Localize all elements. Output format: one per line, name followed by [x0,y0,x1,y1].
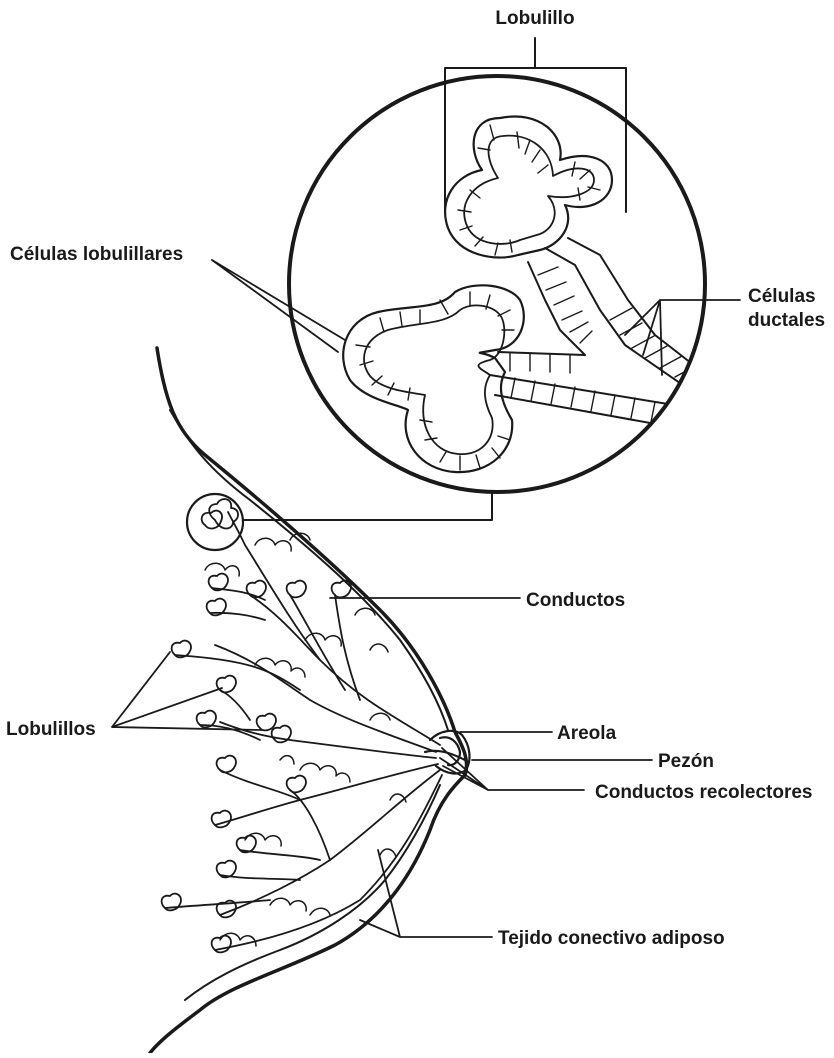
magnify-connector [243,492,492,520]
lobule-clusters [162,499,351,952]
leader-conductos-recolectores [440,748,584,790]
label-conductos-recolectores: Conductos recolectores [595,782,813,803]
label-tejido-conectivo-adiposo: Tejido conectivo adiposo [498,928,725,949]
label-celulas-ductales-line1: Células [748,286,816,307]
label-conductos: Conductos [526,590,625,611]
magnified-circle [289,76,705,492]
magnified-view [289,38,705,492]
leader-celulas-lobulillares [212,260,345,352]
label-areola: Areola [557,723,617,744]
duct-tubes [490,238,705,432]
lower-lobule [343,285,524,472]
upper-lobule [445,116,612,257]
breast-outline [150,348,467,1053]
label-celulas-ductales-line2: ductales [748,310,825,331]
label-pezon: Pezón [658,751,714,772]
lobulillo-bracket [445,38,626,212]
label-celulas-lobulillares: Células lobulillares [10,244,183,265]
leader-celulas-ductales [625,300,740,375]
label-lobulillos: Lobulillos [6,719,96,740]
leader-tejido-adiposo [360,850,492,937]
label-lobulillo: Lobulillo [495,8,574,29]
